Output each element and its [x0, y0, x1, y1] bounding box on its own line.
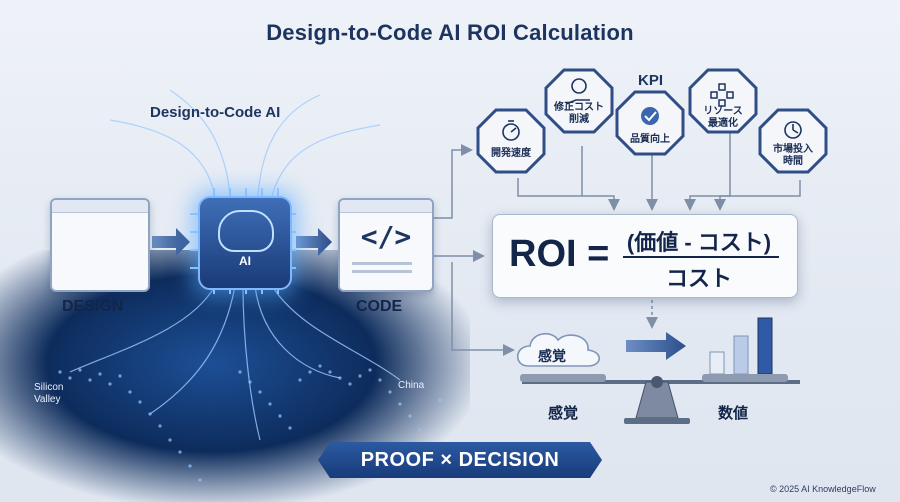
- design-label: DESIGN: [62, 298, 124, 315]
- quality-badge-icon: [641, 107, 659, 125]
- brain-icon: [218, 210, 274, 252]
- map-label-china: China: [398, 380, 425, 391]
- cloud-label: 感覚: [538, 348, 566, 364]
- circuit-lines: [69, 89, 401, 441]
- page-title: Design-to-Code AI ROI Calculation: [266, 20, 634, 45]
- dollar-hand-icon: [565, 78, 590, 105]
- code-lines: [352, 262, 412, 265]
- roi-denominator: コスト: [665, 266, 732, 291]
- fraction-bar: [623, 256, 779, 258]
- ai-to-code-arrow: [296, 228, 332, 256]
- stopwatch-icon: [502, 120, 520, 141]
- kpi-fix-cost-label: 修正コスト削減: [554, 102, 604, 125]
- code-label: CODE: [356, 298, 403, 315]
- cloud-shape: [516, 333, 601, 367]
- clock-arrow-icon: [784, 121, 802, 139]
- kpi-dev-speed-label: 開発速度: [491, 148, 531, 159]
- kpi-resource-label: リソース最適化: [703, 106, 743, 129]
- map-label-silicon-valley: Silicon Valley: [34, 382, 64, 405]
- ai-subtitle: Design-to-Code AI: [150, 104, 281, 121]
- code-brackets-icon: </>: [360, 220, 412, 253]
- kpi-quality-label: 品質向上: [630, 134, 670, 145]
- code-card: </>: [338, 198, 434, 292]
- roi-formula: ROI = (価値 - コスト) コスト: [492, 214, 798, 298]
- copyright: © 2025 AI KnowledgeFlow: [770, 484, 876, 494]
- connectors: [434, 128, 801, 356]
- design-card: [50, 198, 150, 292]
- scale-left-label: 感覚: [548, 405, 579, 422]
- chip-label: AI: [239, 254, 251, 268]
- kpi-heading: KPI: [638, 72, 664, 89]
- banner-text: PROOF × DECISION: [360, 449, 560, 471]
- kpi-time-to-market-label: 市場投入時間: [773, 144, 813, 167]
- cloud-to-data-arrow: [626, 332, 686, 360]
- ai-chip: AI: [198, 196, 292, 290]
- scale-right-label: 数値: [718, 405, 749, 422]
- network-nodes-icon: [710, 83, 734, 107]
- roi-numerator: (価値 - コスト): [626, 230, 772, 255]
- bar-chart-icon: [709, 317, 773, 375]
- proof-decision-banner: PROOF × DECISION: [318, 442, 602, 478]
- kpi-badges: [476, 68, 828, 174]
- balance-scale: [520, 374, 800, 424]
- roi-lhs: ROI =: [509, 233, 610, 275]
- design-to-ai-arrow: [152, 228, 190, 256]
